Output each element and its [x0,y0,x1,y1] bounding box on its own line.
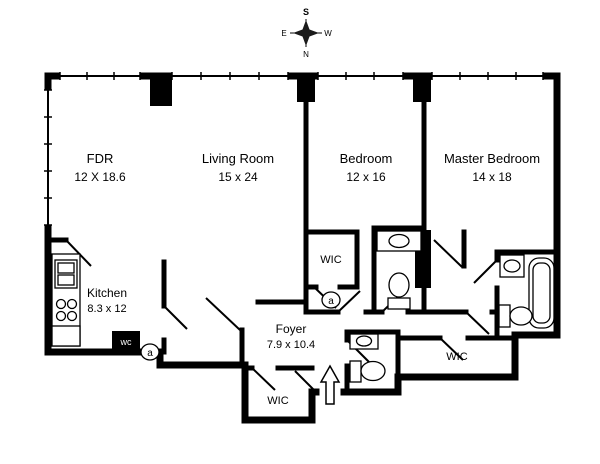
compass-icon: S E W N [281,7,332,59]
foyer-bathroom-fixtures [349,333,386,383]
room-dims-living-room: 15 x 24 [218,170,258,184]
compass-east-label: E [281,29,286,38]
sink [355,335,373,347]
windows [43,71,544,226]
wc-label: wc [120,337,132,347]
wic-label-bedroom: WIC [320,254,341,266]
room-label-bedroom: Bedroom [340,151,393,166]
column [150,76,172,106]
stove-burner [55,298,67,310]
room-dims-foyer: 7.9 x 10.4 [267,339,315,351]
wic-label-foyer: WIC [267,395,288,407]
compass-west-label: W [324,29,332,38]
toilet [360,360,386,382]
kitchen-fixtures [51,253,81,347]
stove-burner [55,310,67,322]
toilet [509,306,533,326]
sink [388,233,410,249]
svg-text:a: a [328,296,334,307]
stove-burner [66,310,78,322]
svg-text:a: a [147,348,153,359]
sink [503,259,521,273]
room-dims-kitchen: 8.3 x 12 [87,303,126,315]
compass-south-label: S [303,7,309,17]
master-bathroom-fixtures [498,254,555,329]
wc-closet [112,331,140,351]
bedroom-bathroom-fixtures [376,230,422,310]
room-label-master-bedroom: Master Bedroom [444,151,540,166]
entrance-arrow-icon [319,364,341,405]
room-dims-master-bedroom: 14 x 18 [472,170,512,184]
door-mark-a-bedroom: a [321,291,341,309]
refrigerator [51,325,81,347]
exterior-walls [44,72,561,424]
door-mark-a-kitchen: a [140,343,160,361]
room-label-living-room: Living Room [202,151,274,166]
wic-label-master: WIC [446,351,467,363]
toilet [388,272,410,298]
room-label-kitchen: Kitchen [87,286,127,300]
stove-burner [66,298,78,310]
room-labels: FDR 12 X 18.6 Living Room 15 x 24 Bedroo… [74,151,540,407]
compass-north-label: N [303,50,309,59]
room-label-foyer: Foyer [276,322,307,336]
room-label-fdr: FDR [87,151,114,166]
room-dims-fdr: 12 X 18.6 [74,170,126,184]
room-dims-bedroom: 12 x 16 [346,170,386,184]
